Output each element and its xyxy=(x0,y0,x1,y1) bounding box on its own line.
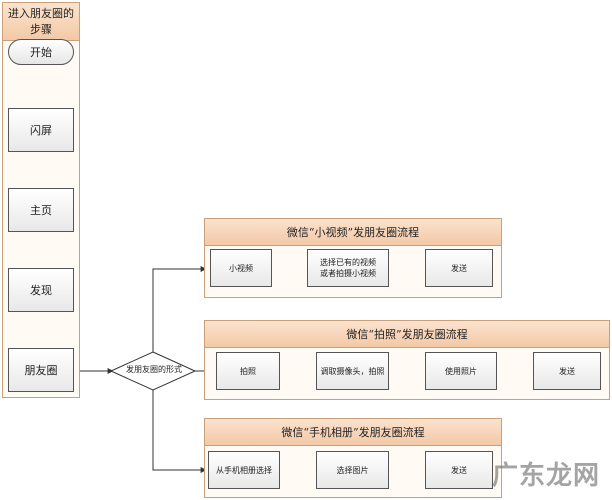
video-flow-title: 微信“小视频”发朋友圈流程 xyxy=(205,219,501,246)
decision-diamond xyxy=(109,351,197,391)
album-flow-title: 微信“手机相册”发朋友圈流程 xyxy=(205,419,501,446)
video-node-select: 选择已有的视频 或者拍摄小视频 xyxy=(307,249,389,287)
lane-title-line1: 进入朋友圈的 xyxy=(8,7,74,20)
start-node: 开始 xyxy=(8,39,74,65)
lane-title-line2: 步骤 xyxy=(30,23,52,36)
video-node-send: 发送 xyxy=(425,249,493,287)
photo-node-send: 发送 xyxy=(533,352,601,390)
arrow-decision-to-album xyxy=(152,390,207,473)
step-discover: 发现 xyxy=(8,268,74,312)
step-splash: 闪屏 xyxy=(8,108,74,152)
photo-flow-title: 微信“拍照”发朋友圈流程 xyxy=(205,321,609,348)
step-moments: 朋友圈 xyxy=(8,348,74,392)
album-node-choose: 从手机相册选择 xyxy=(208,451,280,489)
lane-header: 进入朋友圈的 步骤 xyxy=(3,3,79,41)
album-node-send: 发送 xyxy=(425,451,493,489)
video-node-shoot: 小视频 xyxy=(210,249,272,287)
arrow-decision-to-video xyxy=(152,266,207,352)
watermark-logo: 广东龙网 xyxy=(491,460,600,491)
photo-node-take: 拍照 xyxy=(216,352,280,390)
album-node-select: 选择图片 xyxy=(316,451,389,489)
photo-node-use: 使用照片 xyxy=(425,352,497,390)
decision-label: 发朋友圈的形式 xyxy=(126,365,182,374)
photo-node-camera: 调取摄像头，拍照 xyxy=(316,352,389,390)
step-home: 主页 xyxy=(8,188,74,232)
